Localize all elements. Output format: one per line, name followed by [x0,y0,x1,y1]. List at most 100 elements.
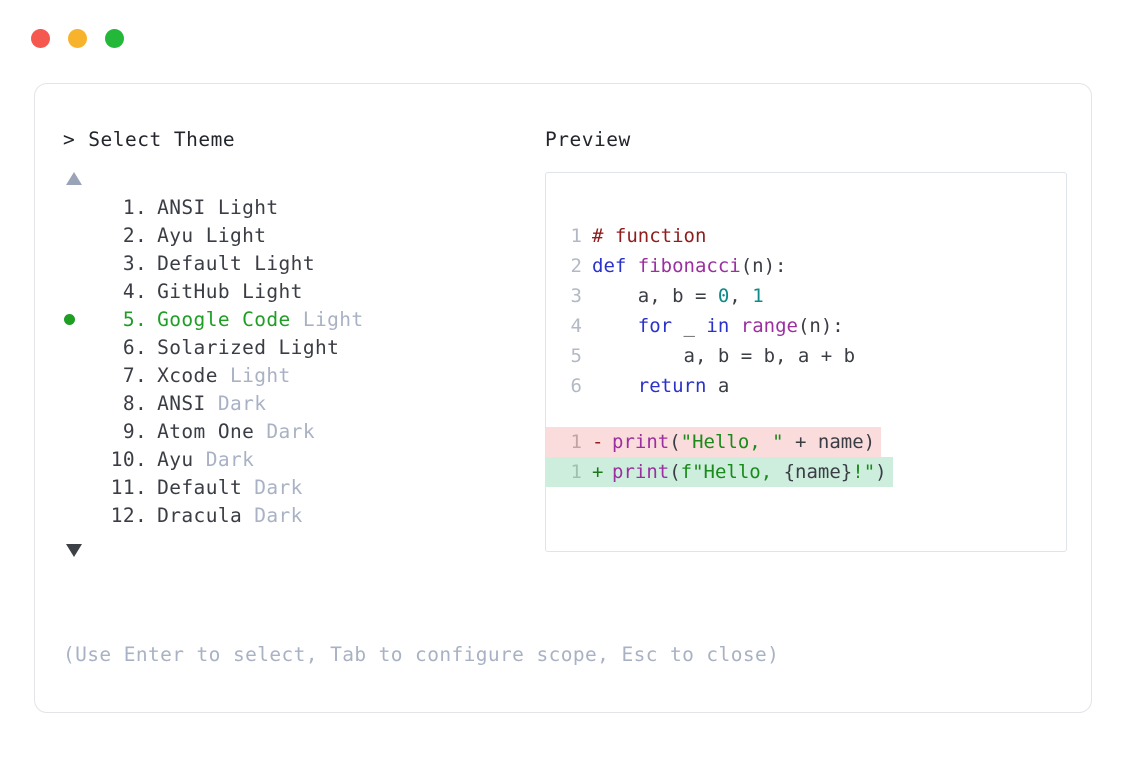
theme-list-item[interactable]: 6.Solarized Light [63,334,533,362]
code-line-text: # function [592,221,706,251]
bullet-slot-empty [63,334,91,362]
code-line-text: for _ in range(n): [592,311,844,341]
theme-list-item[interactable]: 3.Default Light [63,250,533,278]
theme-list-item[interactable]: 12.Dracula Dark [63,502,533,530]
code-token: _ [672,314,707,337]
theme-item-index: 2 [122,223,135,247]
diff-sample: 1-print("Hello, " + name)1+print(f"Hello… [546,426,1066,487]
theme-item-dot: . [135,391,148,415]
theme-list-item[interactable]: 5.Google Code Light [63,306,533,334]
theme-item-dot: . [135,503,148,527]
theme-list-item[interactable]: 8. ANSI Dark [63,390,533,418]
code-token: fibonacci [637,254,741,277]
theme-item-name: Xcode [157,363,218,387]
theme-item-name: Google Code [157,307,291,331]
theme-item-index: 10 [110,447,135,471]
theme-item-variant: Dark [254,419,315,443]
maximize-button[interactable] [105,29,124,48]
code-token: 1 [752,284,764,307]
theme-item-variant: Light [217,363,291,387]
diff-line-body: -print("Hello, " + name) [592,426,882,457]
theme-item-name: ANSI [157,391,206,415]
theme-item-name: Dracula [157,503,243,527]
theme-item-name: Ayu [157,447,194,471]
diff-line-del: 1-print("Hello, " + name) [546,426,1066,457]
code-line: 4 for _ in range(n): [546,311,1066,341]
theme-item-index: 6 [122,335,135,359]
code-token: "Hello, " [680,430,784,453]
theme-item-variant: Light [290,307,364,331]
theme-item-name: Atom One [157,419,255,443]
code-token: a, b = b, a + b [592,344,856,367]
theme-item-dot: . [135,251,148,275]
theme-item-dot: . [135,195,148,219]
code-token: + name) [783,430,876,453]
theme-item-dot: . [135,307,148,331]
bullet-slot-empty [63,446,91,474]
diff-line-add: 1+print(f"Hello, {name}!") [546,456,1066,487]
code-token: # function [592,224,707,247]
theme-item-index: 3 [122,251,135,275]
prompt-header: > Select Theme [63,130,533,150]
minimize-button[interactable] [68,29,87,48]
code-token: f"Hello, [680,460,784,483]
theme-item-variant: Dark [193,447,255,471]
code-line-text: return a [592,371,730,401]
theme-item-index: 8 [122,391,135,415]
line-number: 2 [570,254,582,277]
diff-sign: + [592,460,604,483]
code-token: ( [669,430,681,453]
theme-list-item[interactable]: 2.Ayu Light [63,222,533,250]
theme-item-dot: . [135,223,148,247]
code-token: (n): [740,254,787,277]
theme-item-index: 7 [122,363,135,387]
code-token [729,315,740,337]
theme-list-item[interactable]: 10. Ayu Dark [63,446,533,474]
theme-item-index: 4 [122,279,135,303]
code-token: ( [669,460,681,483]
code-line-text: a, b = b, a + b [592,341,856,371]
theme-list-item[interactable]: 4.GitHub Light [63,278,533,306]
theme-item-variant: Dark [242,475,303,499]
code-line: 5 a, b = b, a + b [546,341,1066,371]
preview-heading: Preview [545,128,631,151]
code-token: {name} [783,460,853,483]
bullet-slot-empty [63,502,91,530]
code-token: print [612,430,670,453]
code-token: a [706,374,730,397]
theme-list-item[interactable]: 11.Default Dark [63,474,533,502]
bullet-slot-empty [63,250,91,278]
keyboard-hint: (Use Enter to select, Tab to configure s… [63,643,780,666]
code-token: def [592,254,638,277]
theme-list-item[interactable]: 1.ANSI Light [63,194,533,222]
theme-item-dot: . [135,279,148,303]
bullet-slot-empty [63,362,91,390]
triangle-down-icon[interactable] [66,543,82,557]
code-token: for [637,314,673,337]
line-number: 1 [570,224,582,247]
window-controls [31,29,124,48]
theme-item-name: Default [157,475,243,499]
line-number: 6 [570,374,582,397]
theme-item-name: ANSI Light [157,195,279,219]
theme-item-variant: Dark [205,391,267,415]
bullet-slot-empty [63,418,91,446]
bullet-slot-empty [63,194,91,222]
theme-item-dot: . [135,447,148,471]
code-token: print [612,460,670,483]
code-line: 6 return a [546,371,1066,401]
close-button[interactable] [31,29,50,48]
theme-list-item[interactable]: 9.Atom One Dark [63,418,533,446]
theme-list-item[interactable]: 7.Xcode Light [63,362,533,390]
triangle-up-icon[interactable] [66,171,82,185]
code-token: a, b = [592,284,718,307]
theme-item-index: 11 [110,475,135,499]
page-title: Select Theme [88,128,236,151]
selected-bullet-icon [63,306,91,334]
theme-item-dot: . [135,335,148,359]
bullet-slot-empty [63,278,91,306]
bullet-slot-empty [63,390,91,418]
